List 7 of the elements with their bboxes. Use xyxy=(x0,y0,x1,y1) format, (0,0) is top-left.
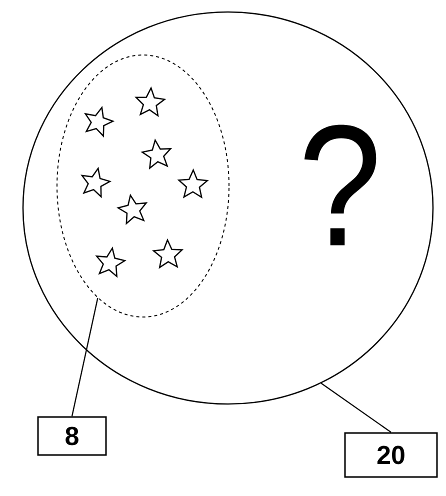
leader-line xyxy=(320,382,392,433)
number-box: 20 xyxy=(344,432,438,478)
question-mark: ? xyxy=(304,124,376,246)
number-box: 8 xyxy=(37,416,107,456)
dashed-oval xyxy=(56,54,230,318)
outline-blob xyxy=(22,11,434,405)
leader-line xyxy=(71,298,98,416)
